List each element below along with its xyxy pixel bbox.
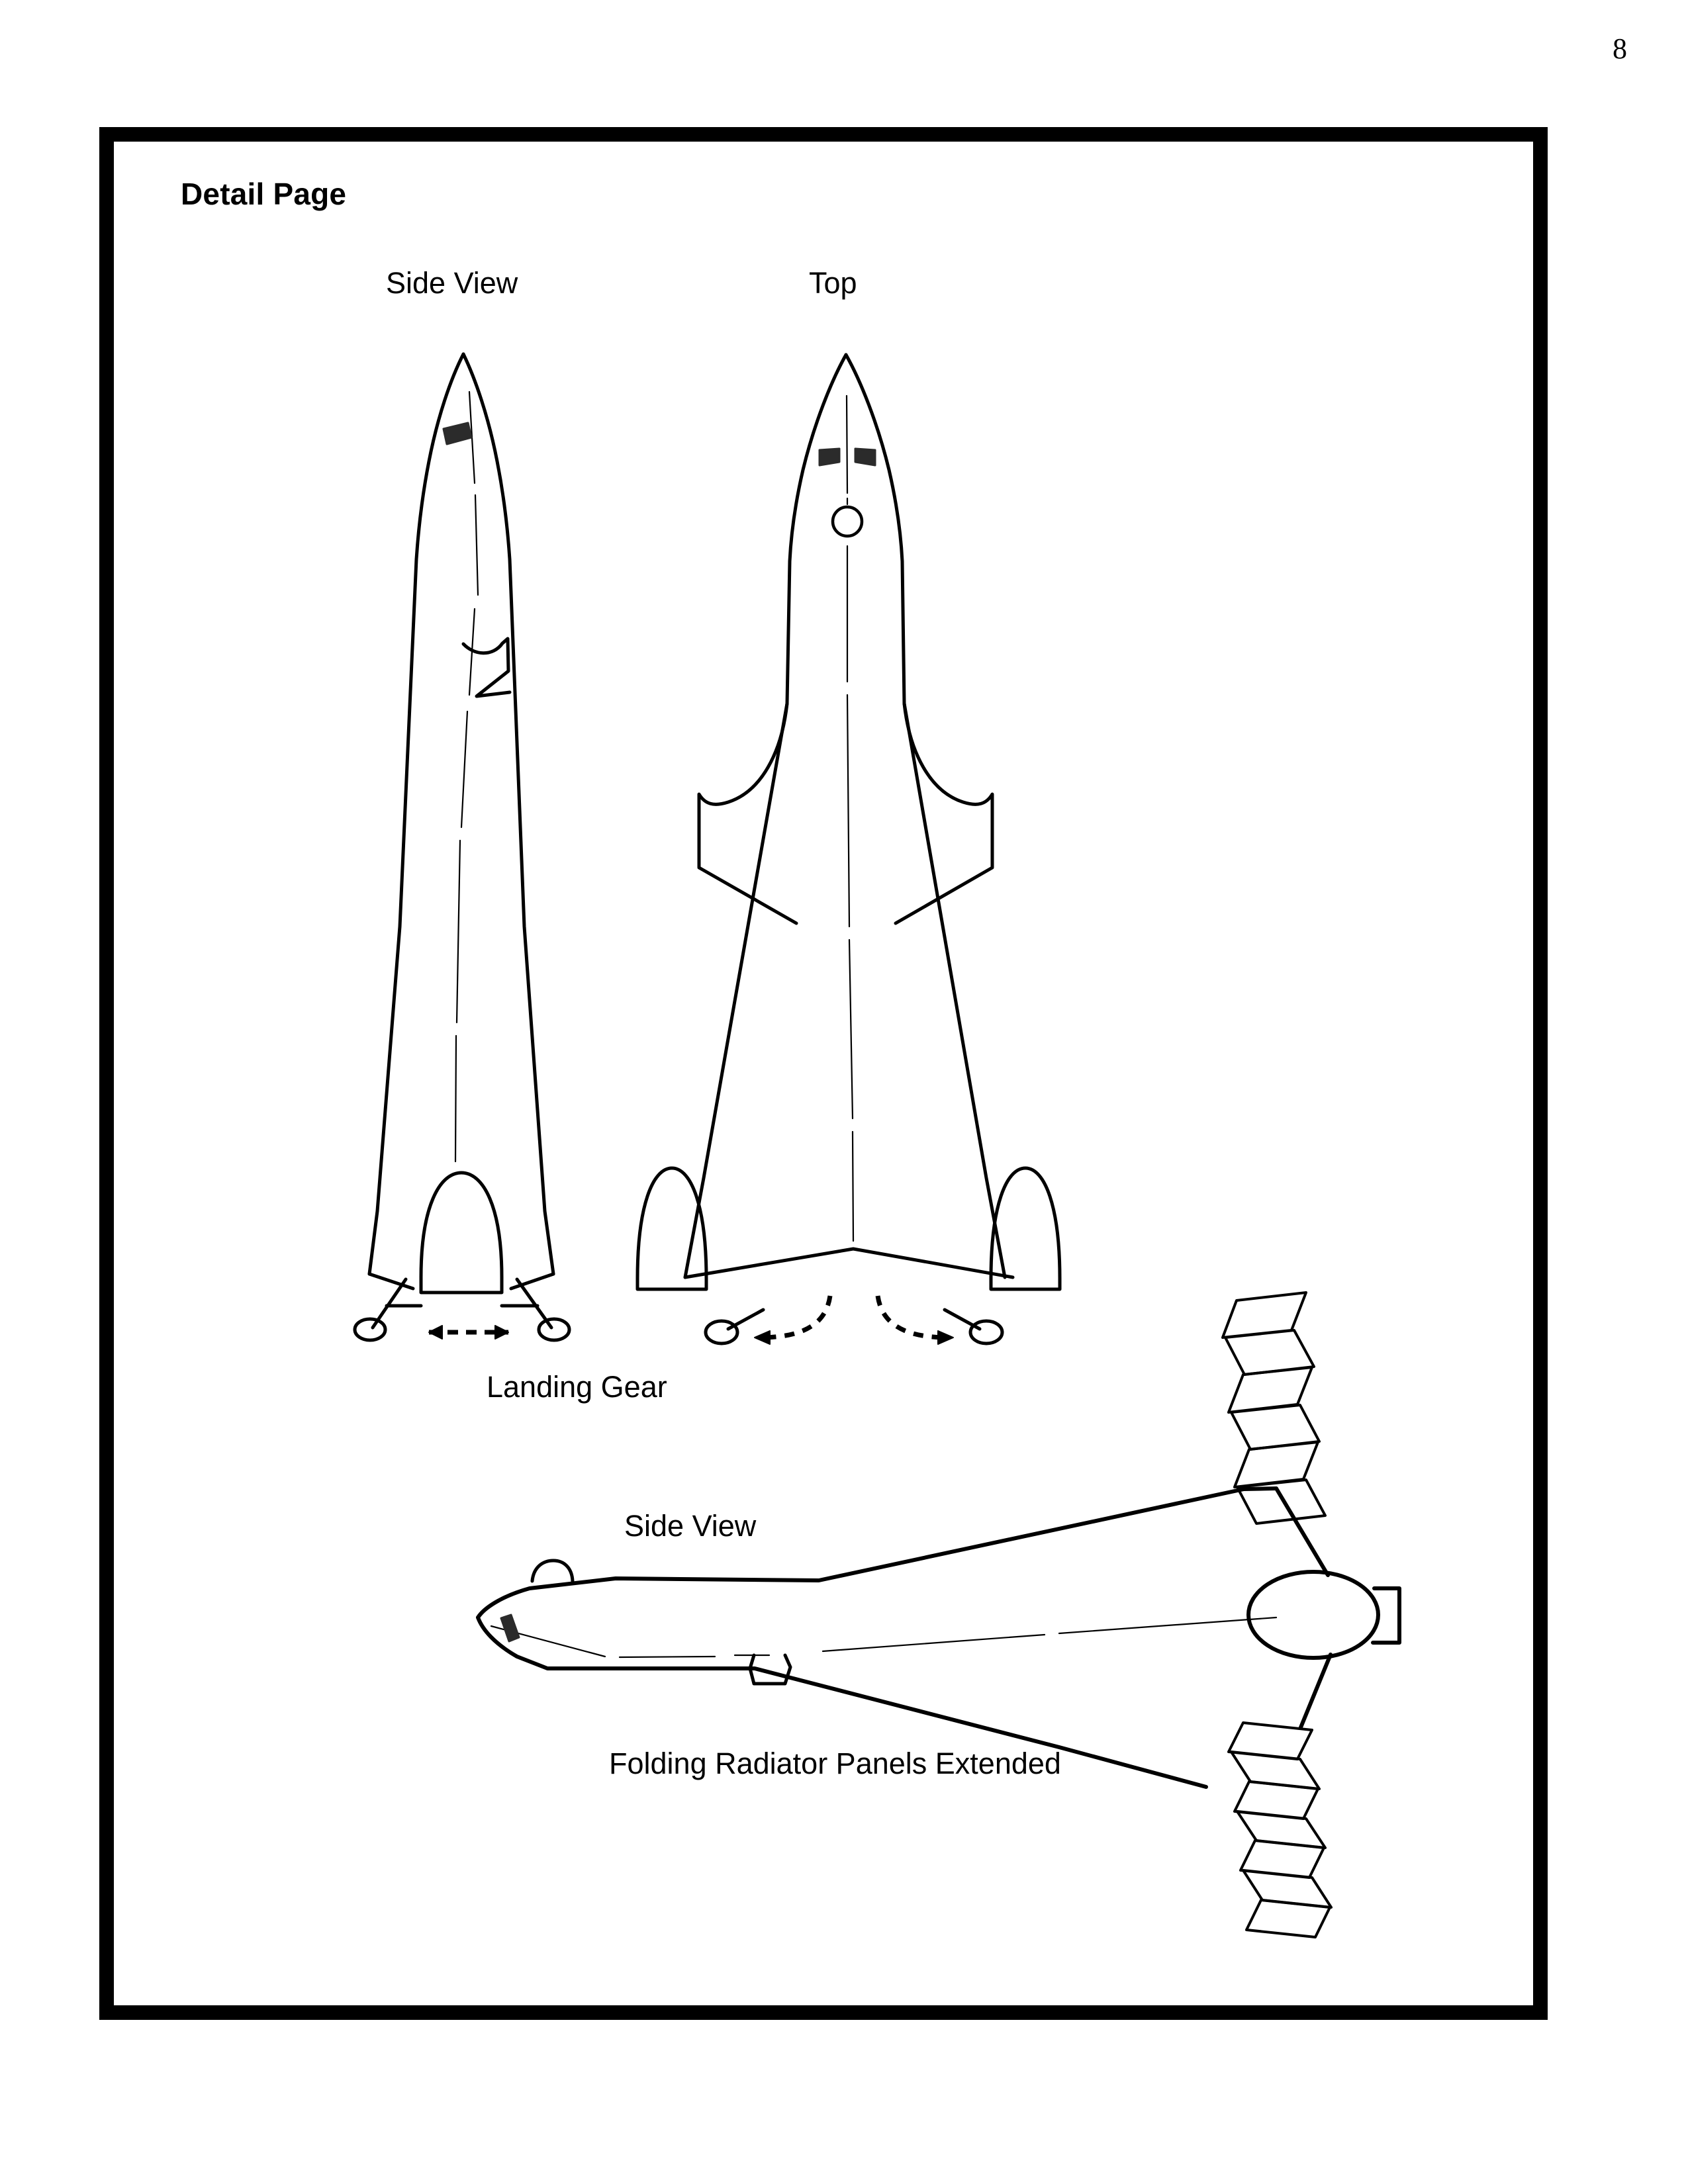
label-folding-radiator-panels: Folding Radiator Panels Extended	[609, 1747, 1061, 1780]
content-frame	[99, 127, 1548, 2020]
label-side-view-upper: Side View	[386, 266, 518, 300]
page-title: Detail Page	[181, 177, 347, 211]
label-side-view-lower: Side View	[624, 1509, 757, 1543]
label-top-view: Top	[809, 266, 857, 300]
page-number: 8	[1613, 32, 1627, 65]
label-landing-gear: Landing Gear	[487, 1370, 667, 1404]
